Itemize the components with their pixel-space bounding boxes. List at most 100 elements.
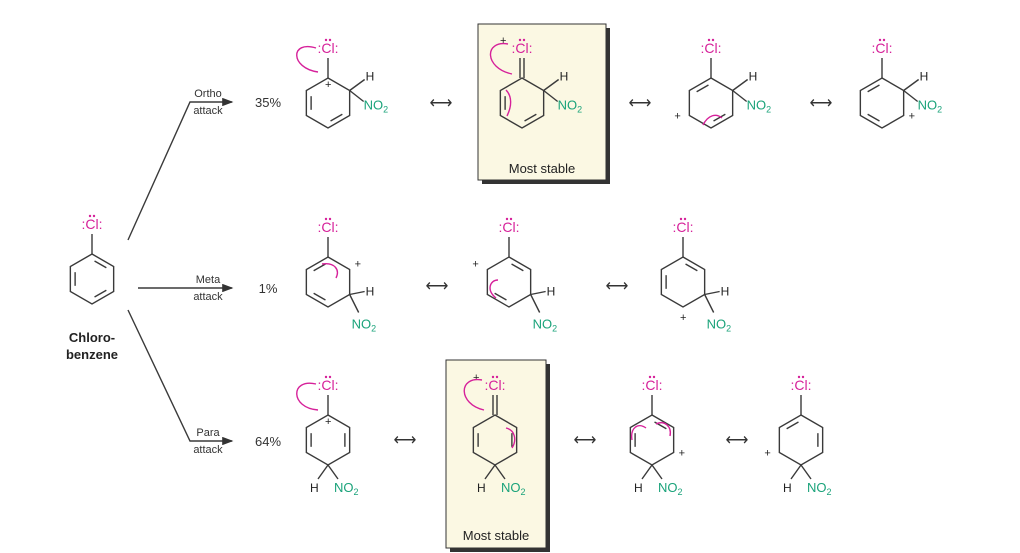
meta-sub-label: attack [193, 291, 223, 303]
lone-pair-dot [711, 38, 715, 42]
hydrogen: H [366, 285, 375, 299]
ring-bonds [688, 77, 734, 129]
nitro-subscript: 2 [678, 487, 683, 497]
ortho-sub-label: attack [193, 105, 223, 117]
lone-pair-dot [707, 38, 711, 42]
nitro-subscript: 2 [577, 105, 582, 115]
double-bond [867, 113, 880, 122]
nitro-subscript: 2 [937, 105, 942, 115]
nitro-main: NO [533, 317, 553, 332]
positive-charge: + [500, 35, 506, 47]
positive-charge: + [679, 448, 685, 460]
nitro-main: NO [658, 480, 678, 495]
double-bond [511, 263, 524, 272]
nitro-group: NO2 [747, 98, 772, 115]
para-attack-arrow [127, 309, 234, 446]
lone-pair-dot [679, 217, 683, 221]
nitro-group: NO2 [558, 98, 583, 115]
hydrogen: H [310, 481, 319, 495]
electron-push-arrow [702, 114, 723, 126]
nitro-group: NO2 [658, 480, 683, 497]
positive-charge: + [325, 416, 331, 428]
lone-pair-dot [328, 375, 332, 379]
para-resonance-3: :Cl: + H NO2 [629, 375, 685, 497]
chlorobenzene-name-line1: Chloro- [69, 330, 115, 345]
lone-pair-dot [878, 38, 882, 42]
c-n-bond [349, 294, 360, 313]
nitro-main: NO [807, 480, 827, 495]
nitro-main: NO [747, 98, 767, 113]
c-n-bond [903, 89, 919, 103]
positive-charge: + [355, 259, 361, 271]
nitro-group: NO2 [918, 98, 943, 115]
lone-pair-dot [509, 217, 513, 221]
para-sub-label: attack [193, 444, 223, 456]
hydrogen: H [366, 70, 375, 84]
chlorine-label: :Cl: [872, 40, 893, 56]
nitro-group: NO2 [352, 317, 377, 334]
hydrogen: H [560, 70, 569, 84]
double-bond [313, 263, 326, 272]
c-h-bond [317, 464, 329, 480]
positive-charge: + [764, 448, 770, 460]
chlorine-label: :Cl: [642, 377, 663, 393]
c-h-bond [704, 290, 720, 296]
ortho-label: Ortho [194, 88, 222, 100]
double-bond [94, 260, 107, 269]
hydrogen: H [783, 481, 792, 495]
hydrogen: H [920, 70, 929, 84]
lone-pair-dot [522, 38, 526, 42]
electron-push-arrow [505, 89, 512, 117]
positive-charge: + [680, 312, 686, 324]
c-h-bond [732, 78, 749, 92]
hydrogen: H [634, 481, 643, 495]
most-stable-box [445, 359, 547, 549]
lone-pair-dot [92, 214, 96, 218]
lone-pair-dot [324, 217, 328, 221]
electron-push-arrow [296, 382, 319, 411]
nitro-subscript: 2 [371, 324, 376, 334]
resonance-arrow: ⟷ [726, 432, 749, 449]
c-n-bond [543, 89, 559, 103]
c-h-bond [484, 464, 496, 480]
double-bond [713, 113, 726, 122]
c-n-bond [494, 464, 506, 480]
molecules-layer: :Cl:Chloro-benzene:Cl:+HNO2:Cl:+HNO2:Cl:… [66, 35, 942, 497]
double-bond [867, 84, 880, 93]
lone-pair-dot [648, 375, 652, 379]
lone-pair-dot [797, 375, 801, 379]
lone-pair-dot [495, 375, 499, 379]
nitro-group: NO2 [364, 98, 389, 115]
nitro-subscript: 2 [354, 487, 359, 497]
nitro-subscript: 2 [521, 487, 526, 497]
double-bond [330, 113, 343, 122]
double-bond [696, 84, 709, 93]
chlorobenzene-name-line2: benzene [66, 347, 118, 362]
electron-push-arrow [296, 45, 319, 73]
chlorobenzene: :Cl: [69, 214, 115, 305]
hydrogen: H [749, 70, 758, 84]
positive-charge: + [325, 79, 331, 91]
chlorine-label: :Cl: [318, 377, 339, 393]
chlorine-label: :Cl: [791, 377, 812, 393]
nitro-subscript: 2 [552, 324, 557, 334]
para-percent: 64% [255, 434, 281, 449]
nitro-main: NO [352, 317, 372, 332]
lone-pair-dot [324, 38, 328, 42]
chlorine-label: :Cl: [485, 377, 506, 393]
nitro-main: NO [501, 480, 521, 495]
nitro-group: NO2 [334, 480, 359, 497]
ring-bonds [859, 77, 905, 129]
meta-label: Meta [196, 274, 221, 286]
double-bond [94, 289, 107, 298]
positive-charge: + [473, 372, 479, 384]
chlorine-label: :Cl: [673, 219, 694, 235]
para-resonance-1: :Cl: + H NO2 [296, 375, 359, 497]
c-n-bond [530, 294, 541, 313]
